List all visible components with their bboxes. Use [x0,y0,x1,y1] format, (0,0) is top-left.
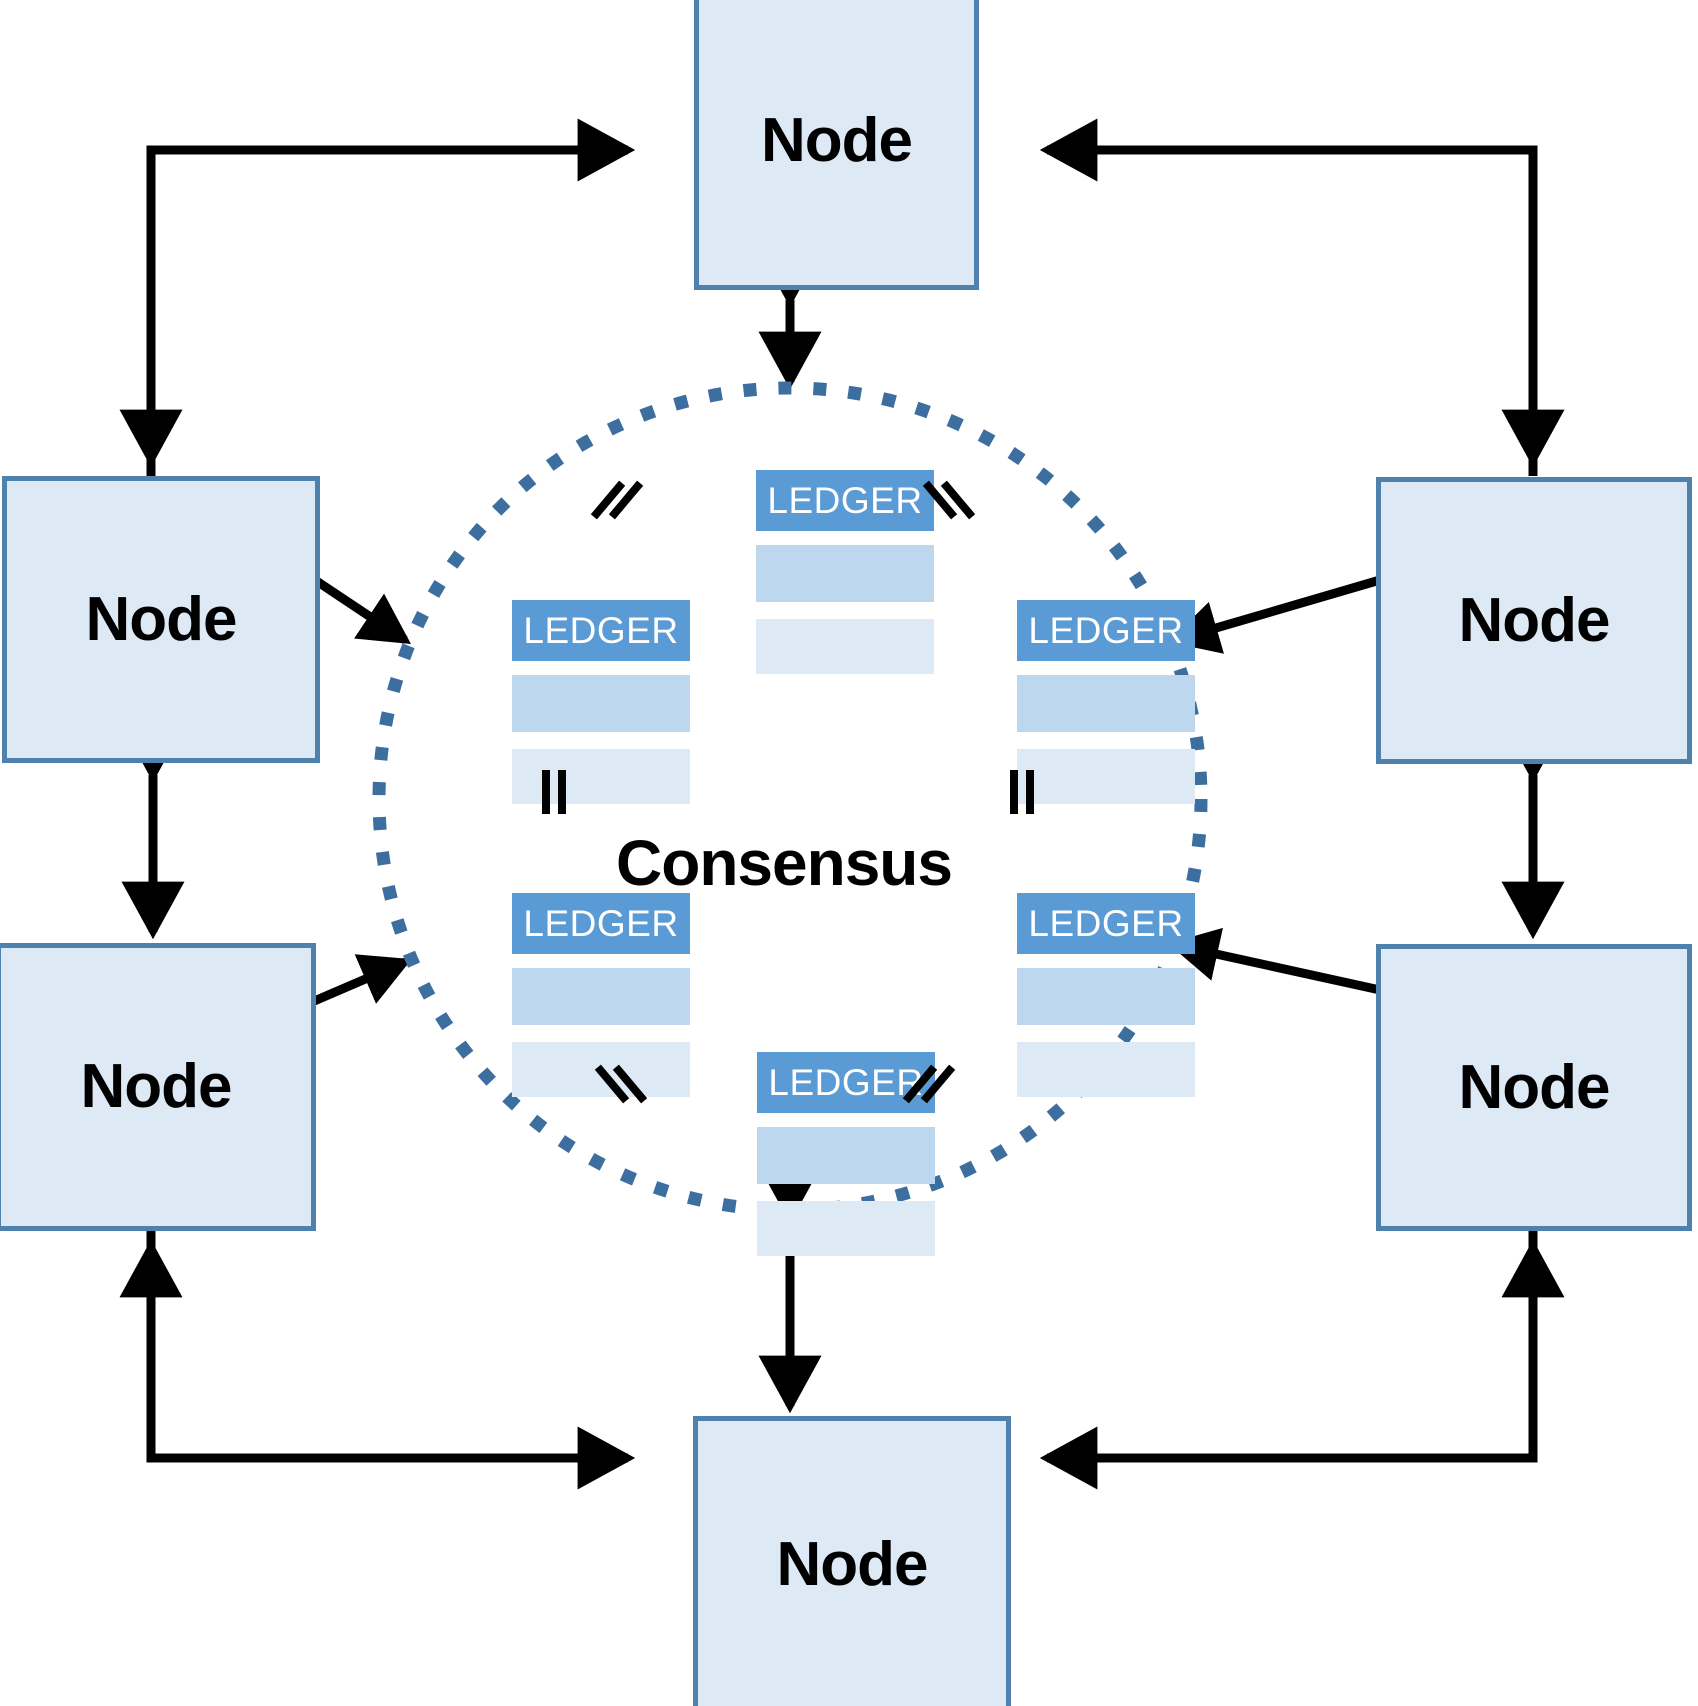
equals-icon-bottom-right [902,1062,956,1106]
ledger-title: LEDGER [757,1052,935,1113]
ledger-row-primary [1017,675,1195,732]
equals-icon-mid-left [532,770,576,814]
ledger-bottom[interactable]: LEDGER [757,1052,935,1256]
node-label: Node [776,1530,929,1599]
equals-icon-top-right [922,478,976,522]
node-label: Node [85,584,238,654]
edge-leftupper-to-top [146,118,636,476]
ledger-row-primary [1017,968,1195,1025]
ledger-row-primary [756,545,934,602]
ledger-row-secondary [1017,749,1195,804]
edge-rightlower-to-bottom [1039,1231,1538,1490]
ledger-title: LEDGER [756,470,934,531]
ledger-left-lower[interactable]: LEDGER [512,893,690,1097]
node-label: Node [80,1052,233,1121]
ledger-title: LEDGER [512,893,690,954]
ledger-row-secondary [512,749,690,804]
ledger-row-primary [512,968,690,1025]
edge-circle-to-rightlower [1167,927,1428,1026]
ledger-row-primary [757,1127,935,1184]
ledger-left-upper[interactable]: LEDGER [512,600,690,804]
edge-circle-to-leftupper [261,531,411,644]
ledger-row-secondary [757,1201,935,1256]
ledger-title: LEDGER [1017,893,1195,954]
equals-icon-mid-right [1000,770,1044,814]
ledger-title: LEDGER [1017,600,1195,661]
ledger-row-secondary [1017,1042,1195,1097]
ledger-title: LEDGER [512,600,690,661]
consensus-label: Consensus [616,827,953,899]
node-label: Node [1458,585,1611,655]
node-right-upper[interactable]: Node [1376,477,1692,764]
edge-rightupper-to-top [1039,118,1538,476]
node-bottom[interactable]: Node [693,1416,1011,1706]
node-right-lower[interactable]: Node [1376,944,1692,1231]
edge-circle-to-rightupper [1168,541,1430,654]
ledger-right-lower[interactable]: LEDGER [1017,893,1195,1097]
equals-icon-top-left [590,478,644,522]
equals-icon-bottom-left [594,1062,648,1106]
node-label: Node [761,106,913,175]
edge-leftlower-to-bottom [146,1231,636,1490]
edge-circle-to-leftlower [254,954,412,1047]
node-left-upper[interactable]: Node [2,476,320,763]
consensus-circle [372,381,1208,1217]
ledger-row-secondary [756,619,934,674]
ledger-row-primary [512,675,690,732]
ledger-top[interactable]: LEDGER [756,470,934,674]
node-left-lower[interactable]: Node [0,943,316,1231]
ledger-right-upper[interactable]: LEDGER [1017,600,1195,804]
node-top[interactable]: Node [694,0,979,290]
node-label: Node [1458,1052,1611,1122]
